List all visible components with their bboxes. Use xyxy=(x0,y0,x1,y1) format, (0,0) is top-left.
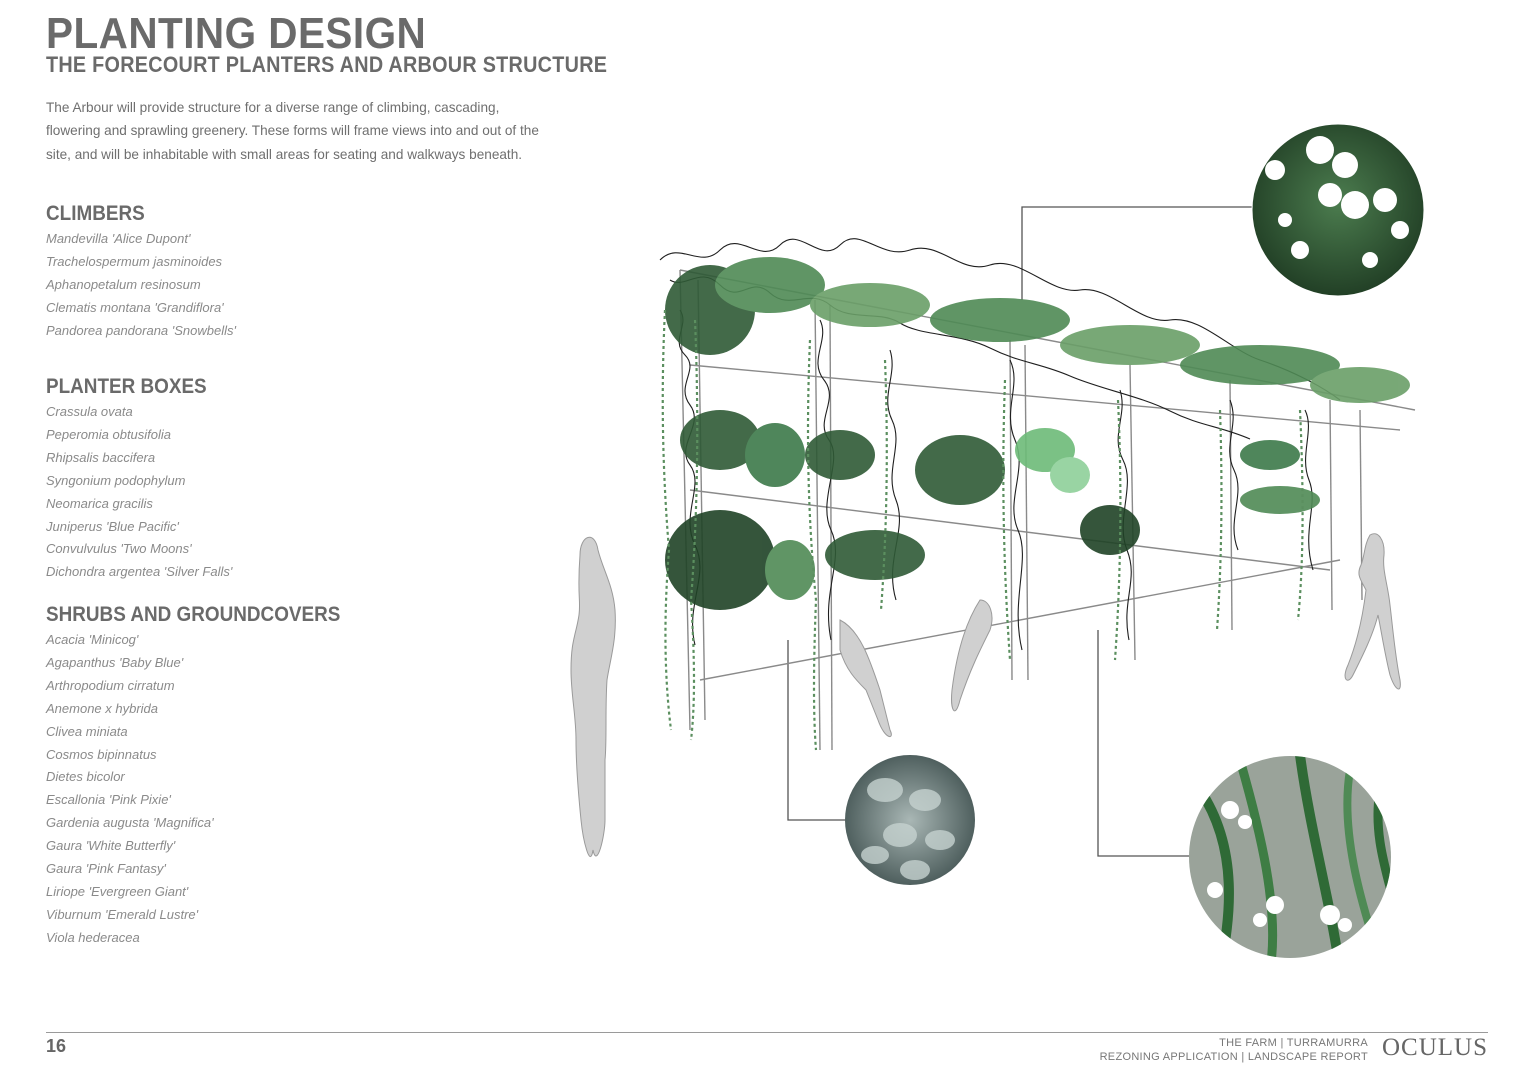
shrubs-heading: SHRUBS AND GROUNDCOVERS xyxy=(46,603,341,626)
plant-item: Dietes bicolor xyxy=(46,769,125,785)
plant-item: Arthropodium cirratum xyxy=(46,677,175,693)
plant-item: Rhipsalis baccifera xyxy=(46,449,156,465)
plant-item: Clematis montana 'Grandiflora' xyxy=(46,299,224,315)
arbour-frame xyxy=(679,269,1416,751)
oculus-logo: OCULUS xyxy=(1381,1034,1488,1061)
footer-divider xyxy=(46,1032,1488,1033)
plant-item: Convulvulus 'Two Moons' xyxy=(46,541,192,557)
foliage-masses xyxy=(665,257,1410,610)
arbour-illustration xyxy=(570,123,1425,958)
plant-item: Gaura 'White Butterfly' xyxy=(46,838,176,854)
plant-item: Juniperus 'Blue Pacific' xyxy=(46,518,179,534)
photo-white-flowers xyxy=(1251,123,1425,297)
human-figures xyxy=(570,533,1401,858)
intro-paragraph: The Arbour will provide structure for a … xyxy=(46,100,539,162)
plant-item: Crassula ovata xyxy=(46,404,133,419)
plant-item: Peperomia obtusifolia xyxy=(46,426,172,442)
plant-item: Escallonia 'Pink Pixie' xyxy=(46,792,171,808)
plant-item: Gaura 'Pink Fantasy' xyxy=(46,861,166,877)
footer-project-line: THE FARM | TURRAMURRA xyxy=(1219,1037,1368,1049)
photo-iris xyxy=(1189,756,1391,958)
plant-item: Viburnum 'Emerald Lustre' xyxy=(46,906,199,922)
footer-meta: THE FARM | TURRAMURRA REZONING APPLICATI… xyxy=(1100,1036,1368,1064)
plant-item: Acacia 'Minicog' xyxy=(46,632,139,647)
plant-item: Gardenia augusta 'Magnifica' xyxy=(46,815,214,831)
shrubs-list: Acacia 'Minicog' Agapanthus 'Baby Blue' Ar… xyxy=(46,629,214,950)
plant-item: Anemone x hybrida xyxy=(46,700,159,716)
plant-item: Clivea miniata xyxy=(46,723,128,739)
photo-silver-foliage xyxy=(845,755,975,885)
page-subtitle: THE FORECOURT PLANTERS AND ARBOUR STRUCT… xyxy=(46,52,608,77)
page-number: 16 xyxy=(46,1036,67,1056)
plant-item: Agapanthus 'Baby Blue' xyxy=(46,654,184,670)
hanging-vines xyxy=(661,309,1304,751)
plant-item: Cosmos bipinnatus xyxy=(46,746,157,762)
plant-item: Trachelospermum jasminoides xyxy=(46,253,223,269)
climbers-heading: CLIMBERS xyxy=(46,202,145,225)
footer-report-line: REZONING APPLICATION | LANDSCAPE REPORT xyxy=(1099,1051,1368,1063)
plant-item: Pandorea pandorana 'Snowbells' xyxy=(46,322,236,338)
plant-item: Syngonium podophylum xyxy=(46,472,186,488)
plant-item: Aphanopetalum resinosum xyxy=(46,276,201,292)
page-title: PLANTING DESIGN xyxy=(46,9,427,58)
planter-boxes-heading: PLANTER BOXES xyxy=(46,375,207,398)
plant-item: Mandevilla 'Alice Dupont' xyxy=(46,231,191,246)
plant-item: Viola hederacea xyxy=(46,929,140,945)
climbers-list: Mandevilla 'Alice Dupont' Trachelospermum… xyxy=(46,228,236,343)
plant-item: Dichondra argentea 'Silver Falls' xyxy=(46,564,233,580)
plant-item: Neomarica gracilis xyxy=(46,495,153,511)
plant-item: Liriope 'Evergreen Giant' xyxy=(46,883,189,899)
